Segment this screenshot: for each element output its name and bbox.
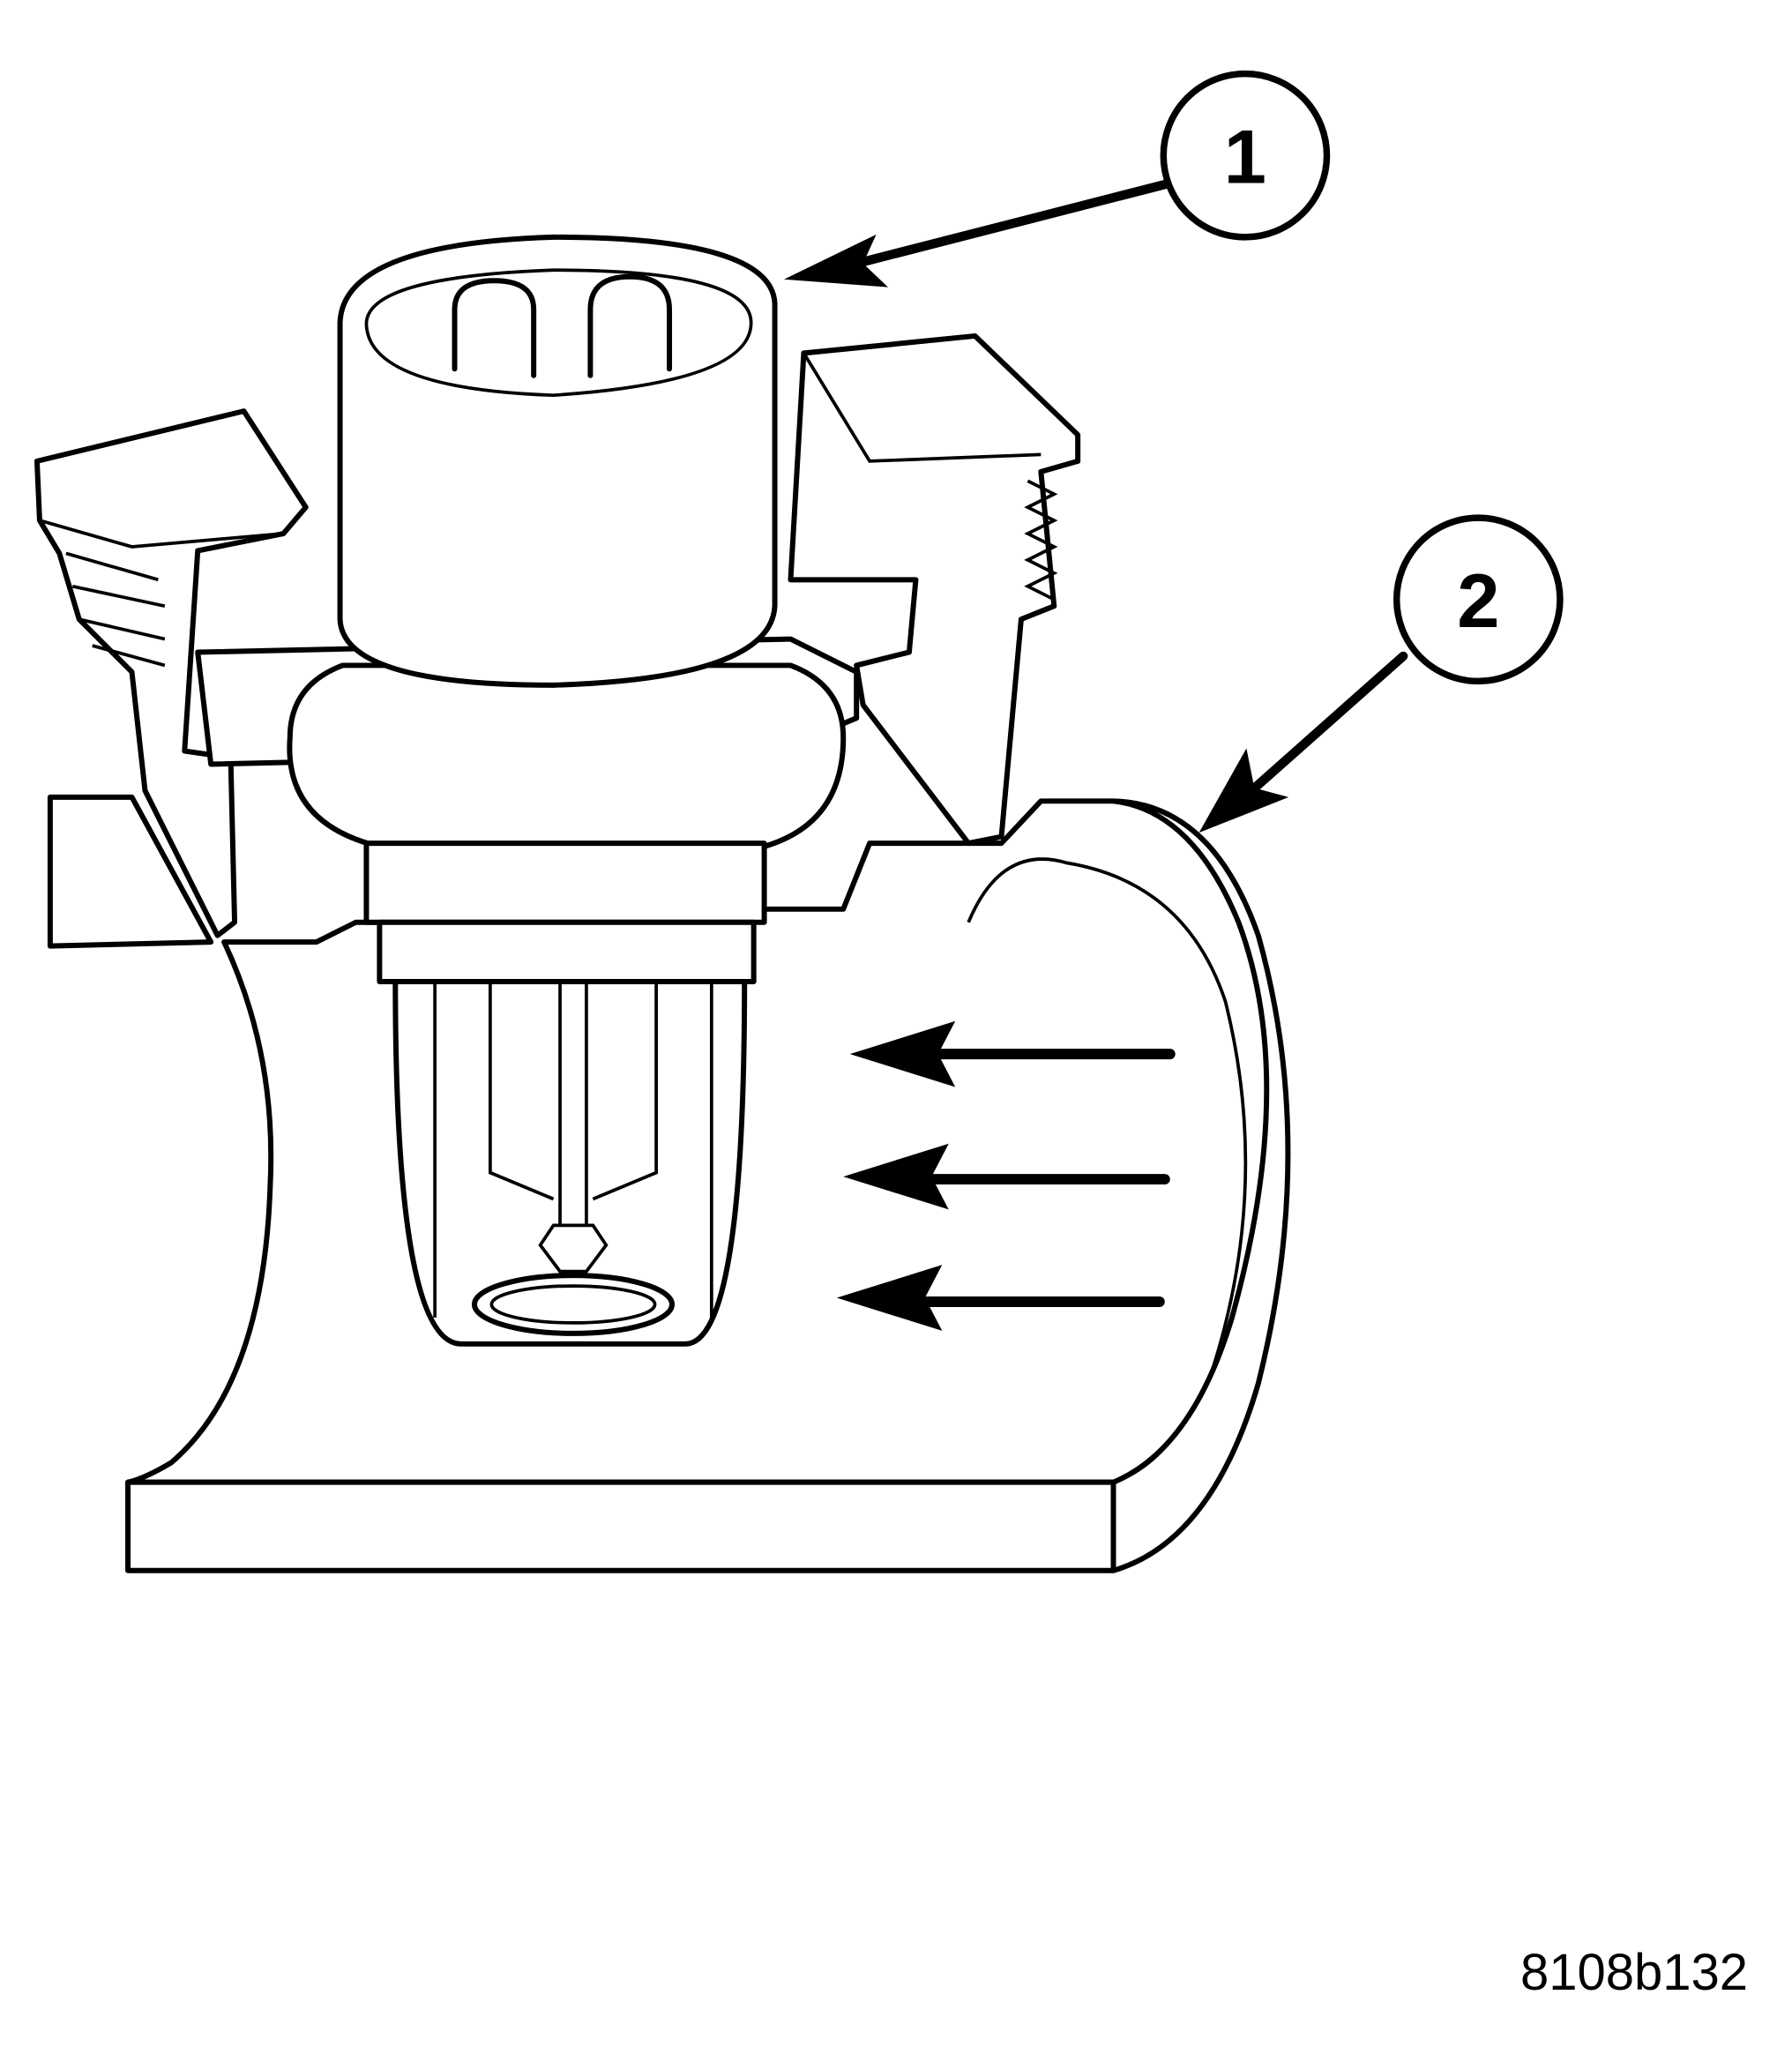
sensor-body bbox=[287, 662, 847, 1347]
figure-id: 8108b132 bbox=[1520, 1944, 1749, 2001]
callout-2-label: 2 bbox=[1457, 559, 1499, 644]
airflow-arrow bbox=[849, 1020, 956, 1087]
right-mounting-bracket bbox=[788, 332, 1081, 847]
callout-1-label: 1 bbox=[1224, 116, 1266, 200]
callout-2: 2 bbox=[1198, 514, 1564, 833]
airflow-arrow bbox=[836, 1265, 943, 1331]
airflow-arrow bbox=[843, 1143, 949, 1210]
electrical-connector bbox=[337, 234, 778, 688]
callout-1: 1 bbox=[784, 70, 1331, 288]
airflow-arrows bbox=[836, 1020, 1176, 1331]
left-mounting-bracket bbox=[34, 408, 309, 938]
